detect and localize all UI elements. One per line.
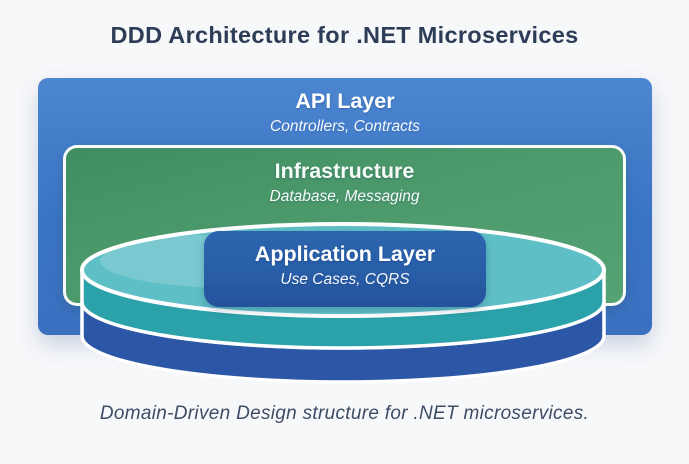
page-title: DDD Architecture for .NET Microservices [110,22,579,48]
application-layer-sublabel: Use Cases, CQRS [280,271,410,288]
application-layer-box: Application Layer Use Cases, CQRS [204,231,486,307]
api-layer-sublabel: Controllers, Contracts [270,118,420,135]
application-layer-label: Application Layer [254,242,436,266]
caption: Domain-Driven Design structure for .NET … [99,403,590,424]
api-layer-label: API Layer [295,89,395,113]
infrastructure-sublabel: Database, Messaging [269,188,420,205]
infrastructure-label: Infrastructure [274,159,415,183]
